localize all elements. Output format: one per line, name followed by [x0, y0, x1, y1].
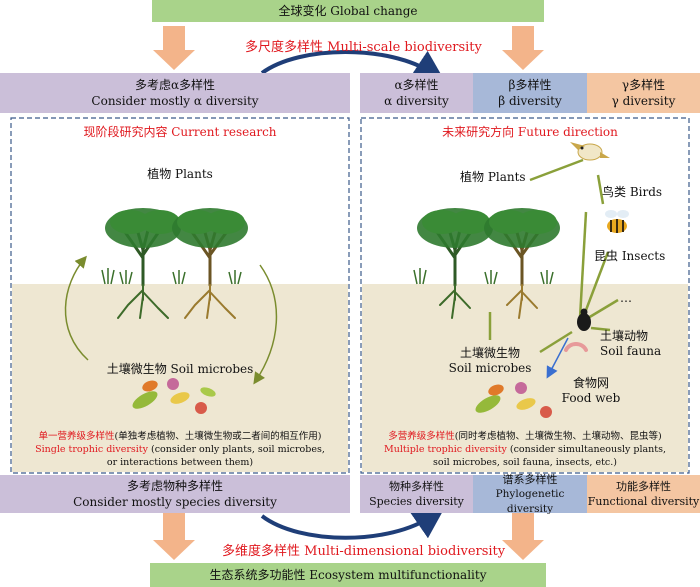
- footer-phylogenetic-cn: 谱系多样性: [502, 472, 558, 486]
- left-up-arrow: [64, 255, 89, 361]
- header-alpha: α多样性 α diversity: [360, 73, 473, 113]
- header-gamma-cn: γ多样性: [621, 78, 666, 92]
- alpha-focus-en: Consider mostly α diversity: [91, 94, 259, 108]
- single-trophic-note: 单一营养级多样性(单独考虑植物、土壤微生物或二者间的相互作用) Single t…: [12, 430, 348, 469]
- footer-functional: 功能多样性 Functional diversity: [587, 475, 700, 513]
- food-web-label: 食物网 Food web: [556, 376, 626, 406]
- right-microbes-label: 土壤微生物 Soil microbes: [440, 346, 540, 376]
- footer-phylogenetic: 谱系多样性 Phylogenetic diversity: [473, 472, 587, 515]
- right-microbes-cn: 土壤微生物: [459, 346, 520, 360]
- single-trophic-en-paren: (consider only plants, soil microbes,: [147, 444, 325, 455]
- left-microbes-label: 土壤微生物 Soil microbes: [106, 362, 254, 376]
- left-plants-label: 植物 Plants: [147, 167, 213, 181]
- footer-functional-cn: 功能多样性: [616, 480, 671, 493]
- footer-phylogenetic-en: Phylogenetic diversity: [495, 487, 565, 515]
- left-microbes: [132, 378, 216, 414]
- species-focus-en: Consider mostly species diversity: [73, 495, 277, 509]
- header-alpha-cn: α多样性: [394, 78, 439, 92]
- bottom-arrows: [153, 512, 544, 560]
- header-alpha-en: α diversity: [384, 94, 449, 108]
- future-direction-title: 未来研究方向 Future direction: [442, 125, 618, 139]
- multi-dimensional-label: 多维度多样性 Multi-dimensional biodiversity: [222, 544, 506, 559]
- header-gamma-en: γ diversity: [611, 94, 676, 108]
- footer-species: 物种多样性 Species diversity: [360, 475, 473, 513]
- right-microbes: [475, 382, 552, 418]
- multi-trophic-cn: 多营养级多样性: [388, 431, 455, 442]
- footer-functional-en: Functional diversity: [587, 495, 700, 508]
- global-change-box: 全球变化 Global change: [152, 0, 544, 22]
- multi-scale-label: 多尺度多样性 Multi-scale biodiversity: [245, 40, 482, 55]
- alpha-focus-header: 多考虑α多样性 Consider mostly α diversity: [0, 73, 350, 113]
- beetle-illustration: [577, 308, 591, 331]
- insects-label: 昆虫 Insects: [594, 249, 666, 263]
- multi-trophic-note: 多营养级多样性(同时考虑植物、土壤微生物、土壤动物、昆虫等) Multiple …: [362, 430, 688, 469]
- food-web-cn: 食物网: [572, 376, 609, 390]
- header-beta: β多样性 β diversity: [473, 73, 587, 113]
- birds-label: 鸟类 Birds: [602, 185, 663, 199]
- single-trophic-en: Single trophic diversity: [35, 444, 148, 455]
- current-research-title: 现阶段研究内容 Current research: [83, 125, 277, 139]
- food-web-lines: [488, 158, 619, 354]
- multi-trophic-cn-paren: (同时考虑植物、土壤微生物、土壤动物、昆虫等): [454, 431, 662, 442]
- footer-species-cn: 物种多样性: [389, 480, 444, 493]
- soil-fauna-en: Soil fauna: [600, 344, 662, 358]
- food-web-en: Food web: [561, 391, 621, 405]
- worm-illustration: [564, 342, 588, 352]
- soil-fauna-label: 土壤动物 Soil fauna: [600, 329, 661, 359]
- ecosystem-multifunctionality-label: 生态系统多功能性 Ecosystem multifunctionality: [209, 568, 487, 582]
- single-trophic-cn: 单一营养级多样性: [38, 431, 115, 442]
- bird-illustration: [570, 142, 610, 161]
- footer-species-en: Species diversity: [369, 495, 464, 508]
- bottom-curved-arrow: [260, 506, 446, 540]
- alpha-focus-cn: 多考虑α多样性: [134, 78, 216, 92]
- soil-fauna-cn: 土壤动物: [600, 329, 649, 343]
- ecosystem-multifunctionality-box: 生态系统多功能性 Ecosystem multifunctionality: [150, 563, 546, 587]
- right-microbes-en: Soil microbes: [448, 361, 532, 375]
- multi-trophic-en-paren: (consider simultaneously plants,: [506, 444, 667, 455]
- left-down-arrow: [253, 264, 278, 385]
- top-arrows: [153, 26, 544, 70]
- species-focus-footer: 多考虑物种多样性 Consider mostly species diversi…: [0, 475, 350, 513]
- bee-illustration: [605, 210, 629, 233]
- top-curved-arrow: [260, 50, 446, 82]
- header-beta-cn: β多样性: [508, 78, 552, 92]
- food-web-arrow: [546, 337, 569, 379]
- single-trophic-cn-paren: (单独考虑植物、土壤微生物或二者间的相互作用): [114, 431, 322, 442]
- right-panel-border: [360, 117, 690, 474]
- right-plants-label: 植物 Plants: [460, 170, 526, 184]
- header-gamma: γ多样性 γ diversity: [587, 73, 700, 113]
- global-change-label: 全球变化 Global change: [278, 4, 418, 18]
- species-focus-cn: 多考虑物种多样性: [126, 479, 223, 493]
- header-beta-en: β diversity: [498, 94, 562, 108]
- single-trophic-en-line2: or interactions between them): [106, 457, 254, 468]
- left-panel-border: [10, 117, 350, 474]
- multi-trophic-en: Multiple trophic diversity: [383, 444, 507, 455]
- right-trees: [413, 208, 560, 319]
- multi-trophic-en-line2: soil microbes, soil fauna, insects, etc.…: [433, 457, 617, 468]
- left-trees: [101, 208, 248, 319]
- ellipsis-label: …: [620, 291, 632, 305]
